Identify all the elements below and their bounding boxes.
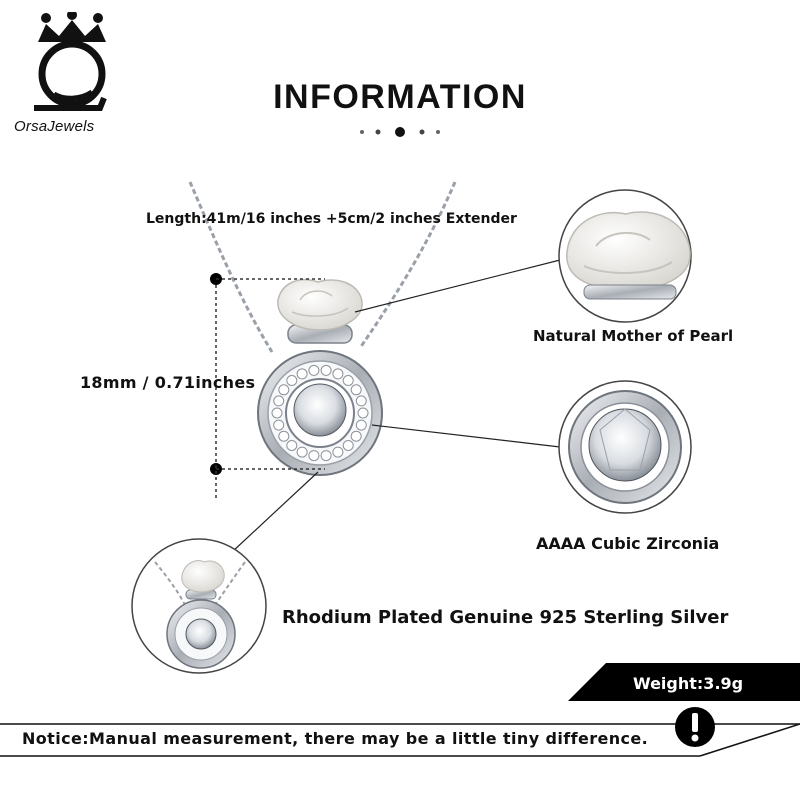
pave-stone (296, 368, 308, 380)
pave-stone (332, 446, 344, 458)
page-title: INFORMATION (273, 78, 527, 116)
pave-stone (308, 450, 320, 462)
exclamation-icon (675, 707, 715, 747)
pave-stone (273, 395, 285, 407)
pearl-detail-circle (558, 189, 692, 323)
notice-frame (0, 723, 800, 757)
pave-stone (357, 407, 369, 419)
brand-name: OrsaJewels (14, 118, 95, 135)
pave-stone (342, 440, 354, 451)
main-pendant (257, 279, 383, 476)
weight-label: Weight:3.9g (633, 674, 744, 693)
crown-logo-icon (34, 12, 107, 111)
pave-stone (286, 375, 298, 386)
title-dots-divider (360, 127, 440, 137)
weight-banner (568, 663, 800, 701)
pave-stone (286, 440, 298, 451)
product-thumbnail-circle (131, 538, 267, 674)
length-label: Length:41m/16 inches +5cm/2 inches Exten… (146, 211, 517, 227)
material-label: Rhodium Plated Genuine 925 Sterling Silv… (282, 607, 729, 628)
notice-text: Notice:Manual measurement, there may be … (22, 729, 649, 748)
pave-stone (355, 395, 367, 407)
size-bracket (210, 273, 325, 498)
zirconia-detail-circle (558, 380, 692, 514)
pave-stone (350, 430, 362, 442)
pave-stone (308, 364, 320, 376)
pave-stone (273, 419, 285, 431)
pave-stone (271, 407, 283, 419)
pave-stone (296, 446, 308, 458)
pave-stone (342, 375, 354, 386)
pave-stone (350, 384, 362, 396)
zirconia-label: AAAA Cubic Zirconia (536, 534, 720, 553)
pave-stone (355, 419, 367, 431)
pave-stone (320, 450, 332, 462)
size-label: 18mm / 0.71inches (80, 373, 256, 392)
pave-stone (320, 364, 332, 376)
pearl-label: Natural Mother of Pearl (533, 327, 734, 345)
pave-stone (332, 368, 344, 380)
pave-stone (278, 430, 290, 442)
pave-stone (278, 384, 290, 396)
pointer-lines (231, 259, 561, 553)
